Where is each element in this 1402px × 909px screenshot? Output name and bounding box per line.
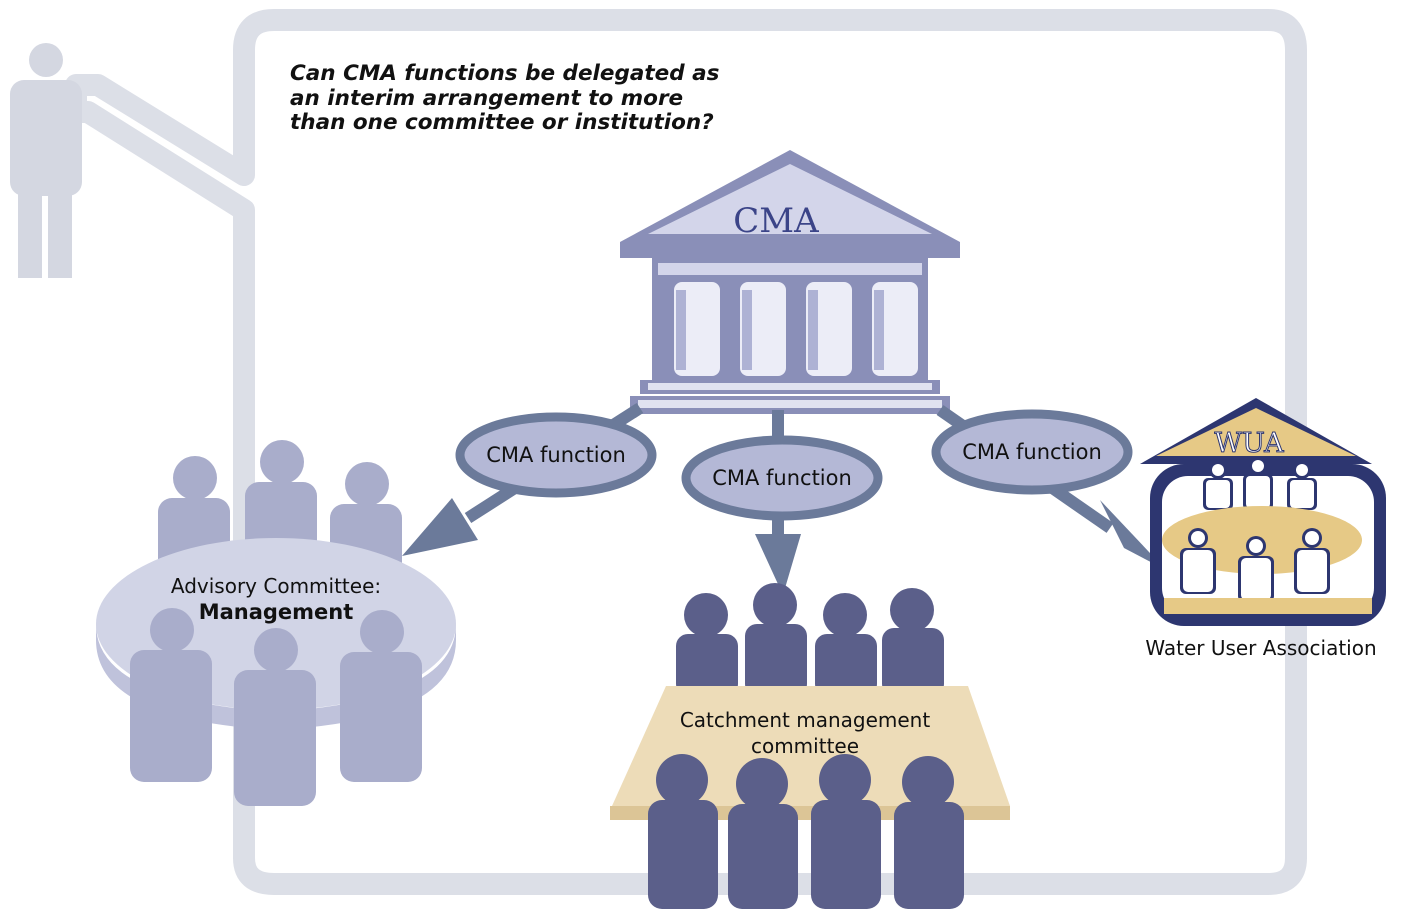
cma-label: CMA (733, 201, 819, 241)
function-label-1: CMA function (486, 443, 626, 467)
advisory-committee-label: Advisory Committee: Management (166, 573, 386, 625)
catchment-label-line2: committee (750, 734, 860, 758)
advisory-label-line2: Management (198, 600, 354, 624)
function-ellipse-2 (681, 435, 883, 521)
function-bubbles (455, 409, 1133, 521)
question-line-3: than one committee or institution? (290, 110, 714, 135)
question-line-2: an interim arrangement to more (290, 85, 684, 111)
advisory-label-line1: Advisory Committee: (170, 574, 382, 598)
function-label-3: CMA function (962, 440, 1102, 464)
function-ellipse-3 (931, 409, 1133, 495)
advisory-front-row (130, 608, 422, 806)
wua-sign: WUA (1214, 428, 1284, 459)
question-line-1: Can CMA functions be delegated as (290, 61, 720, 86)
cma-building (620, 150, 960, 414)
wua-building (1140, 398, 1386, 626)
speaker-figure (10, 43, 82, 278)
catchment-front-row (648, 754, 964, 909)
catchment-back-row (676, 583, 944, 696)
catchment-committee-group (610, 583, 1010, 909)
advisory-committee-group (96, 440, 456, 806)
question-text: Can CMA functions be delegated as an int… (290, 61, 760, 136)
catchment-label-line1: Catchment management (679, 708, 931, 732)
function-ellipse-1 (455, 412, 657, 498)
speech-frame (65, 9, 1307, 895)
function-label-2: CMA function (712, 466, 852, 490)
catchment-committee-label: Catchment management committee (650, 707, 960, 759)
wua-label: Water User Association (1145, 636, 1377, 660)
